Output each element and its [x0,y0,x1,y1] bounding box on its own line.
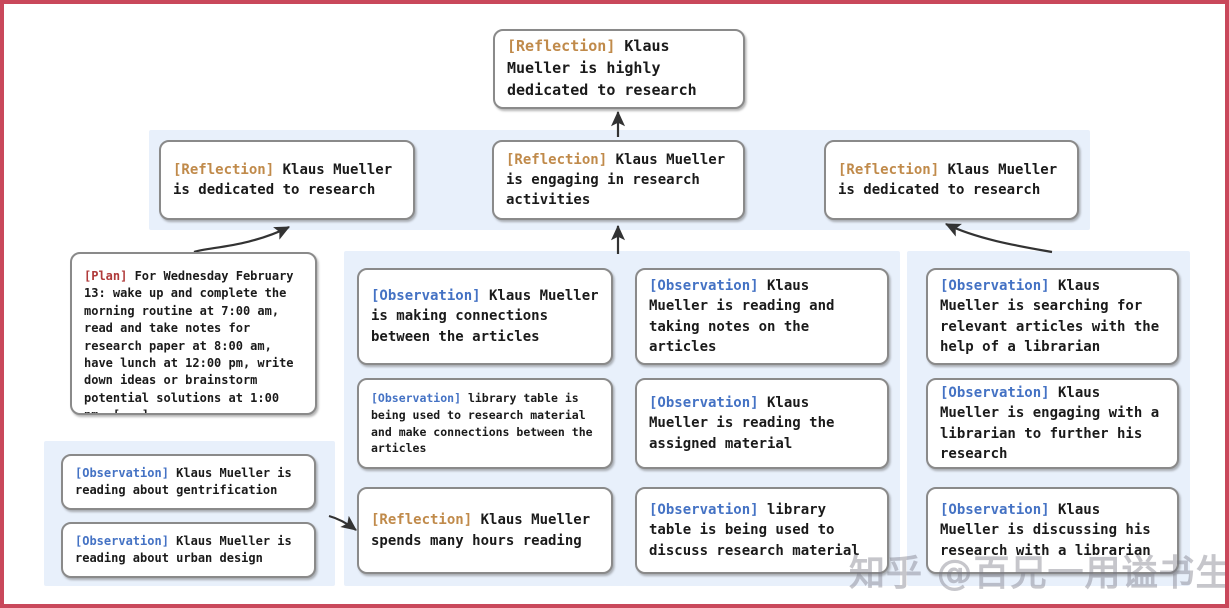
node-text: [Reflection] Klaus Mueller is engaging i… [506,150,731,211]
node-text: [Observation] Klaus Mueller is searching… [940,276,1165,357]
node-text: [Reflection] Klaus Mueller is highly ded… [507,36,731,101]
node-body: Klaus Mueller is engaging with a librari… [940,384,1168,462]
node-body: library table is being used to discuss r… [649,502,860,559]
node-body: Klaus Mueller is reading about gentrific… [75,465,299,497]
node-text: [Observation] Klaus Mueller is reading a… [75,465,302,500]
node-text: [Observation] Klaus Mueller is reading a… [75,533,302,568]
node-reflection-middle[interactable]: [Reflection] Klaus Mueller is engaging i… [492,140,745,220]
node-rightcol-observation-engaging-librarian[interactable]: [Observation] Klaus Mueller is engaging … [926,378,1179,469]
node-text: [Reflection] Klaus Mueller is dedicated … [838,160,1065,201]
node-body: Klaus Mueller is reading and taking note… [649,277,843,355]
node-plan[interactable]: [Plan] For Wednesday February 13: wake u… [70,252,317,415]
node-text: [Observation] library table is being use… [649,500,875,561]
node-rightcol-observation-discussing-research[interactable]: [Observation] Klaus Mueller is discussin… [926,487,1179,574]
node-observation-urban-design[interactable]: [Observation] Klaus Mueller is reading a… [61,522,316,578]
node-root-reflection[interactable]: [Reflection] Klaus Mueller is highly ded… [493,29,745,109]
node-body: For Wednesday February 13: wake up and c… [84,269,294,413]
node-midcol-observation-discuss-material[interactable]: [Observation] library table is being use… [635,487,889,574]
node-tag: [Observation] [649,502,759,519]
node-text: [Plan] For Wednesday February 13: wake u… [84,268,303,413]
node-reflection-right[interactable]: [Reflection] Klaus Mueller is dedicated … [824,140,1079,220]
node-text: [Observation] Klaus Mueller is making co… [371,286,599,347]
node-text: [Observation] Klaus Mueller is discussin… [940,500,1165,561]
node-body: library table is being used to research … [371,391,600,456]
node-leftcol-reflection-hours-reading[interactable]: [Reflection] Klaus Mueller spends many h… [357,487,613,574]
node-text: [Reflection] Klaus Mueller is dedicated … [173,160,401,201]
node-body: Klaus Mueller is dedicated to research [838,161,1066,198]
node-text: [Observation] library table is being use… [371,390,599,457]
node-tag: [Observation] [649,277,759,294]
node-body: Klaus Mueller is highly dedicated to res… [507,37,697,99]
node-tag: [Observation] [940,277,1050,294]
node-tag: [Reflection] [173,161,275,178]
node-body: Klaus Mueller is discussing his research… [940,502,1160,559]
node-body: Klaus Mueller spends many hours reading [371,512,599,549]
node-reflection-left[interactable]: [Reflection] Klaus Mueller is dedicated … [159,140,415,220]
node-midcol-observation-assigned-material[interactable]: [Observation] Klaus Mueller is reading t… [635,378,889,469]
node-text: [Observation] Klaus Mueller is reading a… [649,276,875,357]
node-body: Klaus Mueller is reading about urban des… [75,533,299,565]
watermark-text: 知乎 @百兄一用谥书生 [849,553,1229,594]
node-text: [Observation] Klaus Mueller is reading t… [649,393,875,454]
node-tag: [Observation] [649,395,759,412]
node-tag: [Observation] [371,391,462,406]
node-tag: [Observation] [940,384,1050,401]
arrow-plan-to-left-reflection [193,226,290,254]
node-tag: [Reflection] [838,161,940,178]
node-text: [Observation] Klaus Mueller is engaging … [940,383,1165,464]
node-tag: [Plan] [84,269,128,283]
node-leftcol-observation-connections[interactable]: [Observation] Klaus Mueller is making co… [357,268,613,365]
node-leftcol-observation-library-table[interactable]: [Observation] library table is being use… [357,378,613,469]
node-text: [Reflection] Klaus Mueller spends many h… [371,510,599,551]
node-body: Klaus Mueller is dedicated to research [173,161,401,198]
node-rightcol-observation-searching-articles[interactable]: [Observation] Klaus Mueller is searching… [926,268,1179,365]
node-tag: [Observation] [75,465,169,480]
node-tag: [Reflection] [371,512,473,529]
node-tag: [Reflection] [506,151,608,168]
node-midcol-observation-taking-notes[interactable]: [Observation] Klaus Mueller is reading a… [635,268,889,365]
node-body: Klaus Mueller is searching for relevant … [940,277,1168,355]
node-observation-gentrification[interactable]: [Observation] Klaus Mueller is reading a… [61,454,316,510]
node-tag: [Reflection] [507,37,616,56]
node-body: Klaus Mueller is reading the assigned ma… [649,395,843,452]
node-tag: [Observation] [75,533,169,548]
node-tag: [Observation] [371,288,481,305]
node-tag: [Observation] [940,502,1050,519]
node-body: Klaus Mueller is making connections betw… [371,288,608,345]
node-body: Klaus Mueller is engaging in research ac… [506,151,734,209]
